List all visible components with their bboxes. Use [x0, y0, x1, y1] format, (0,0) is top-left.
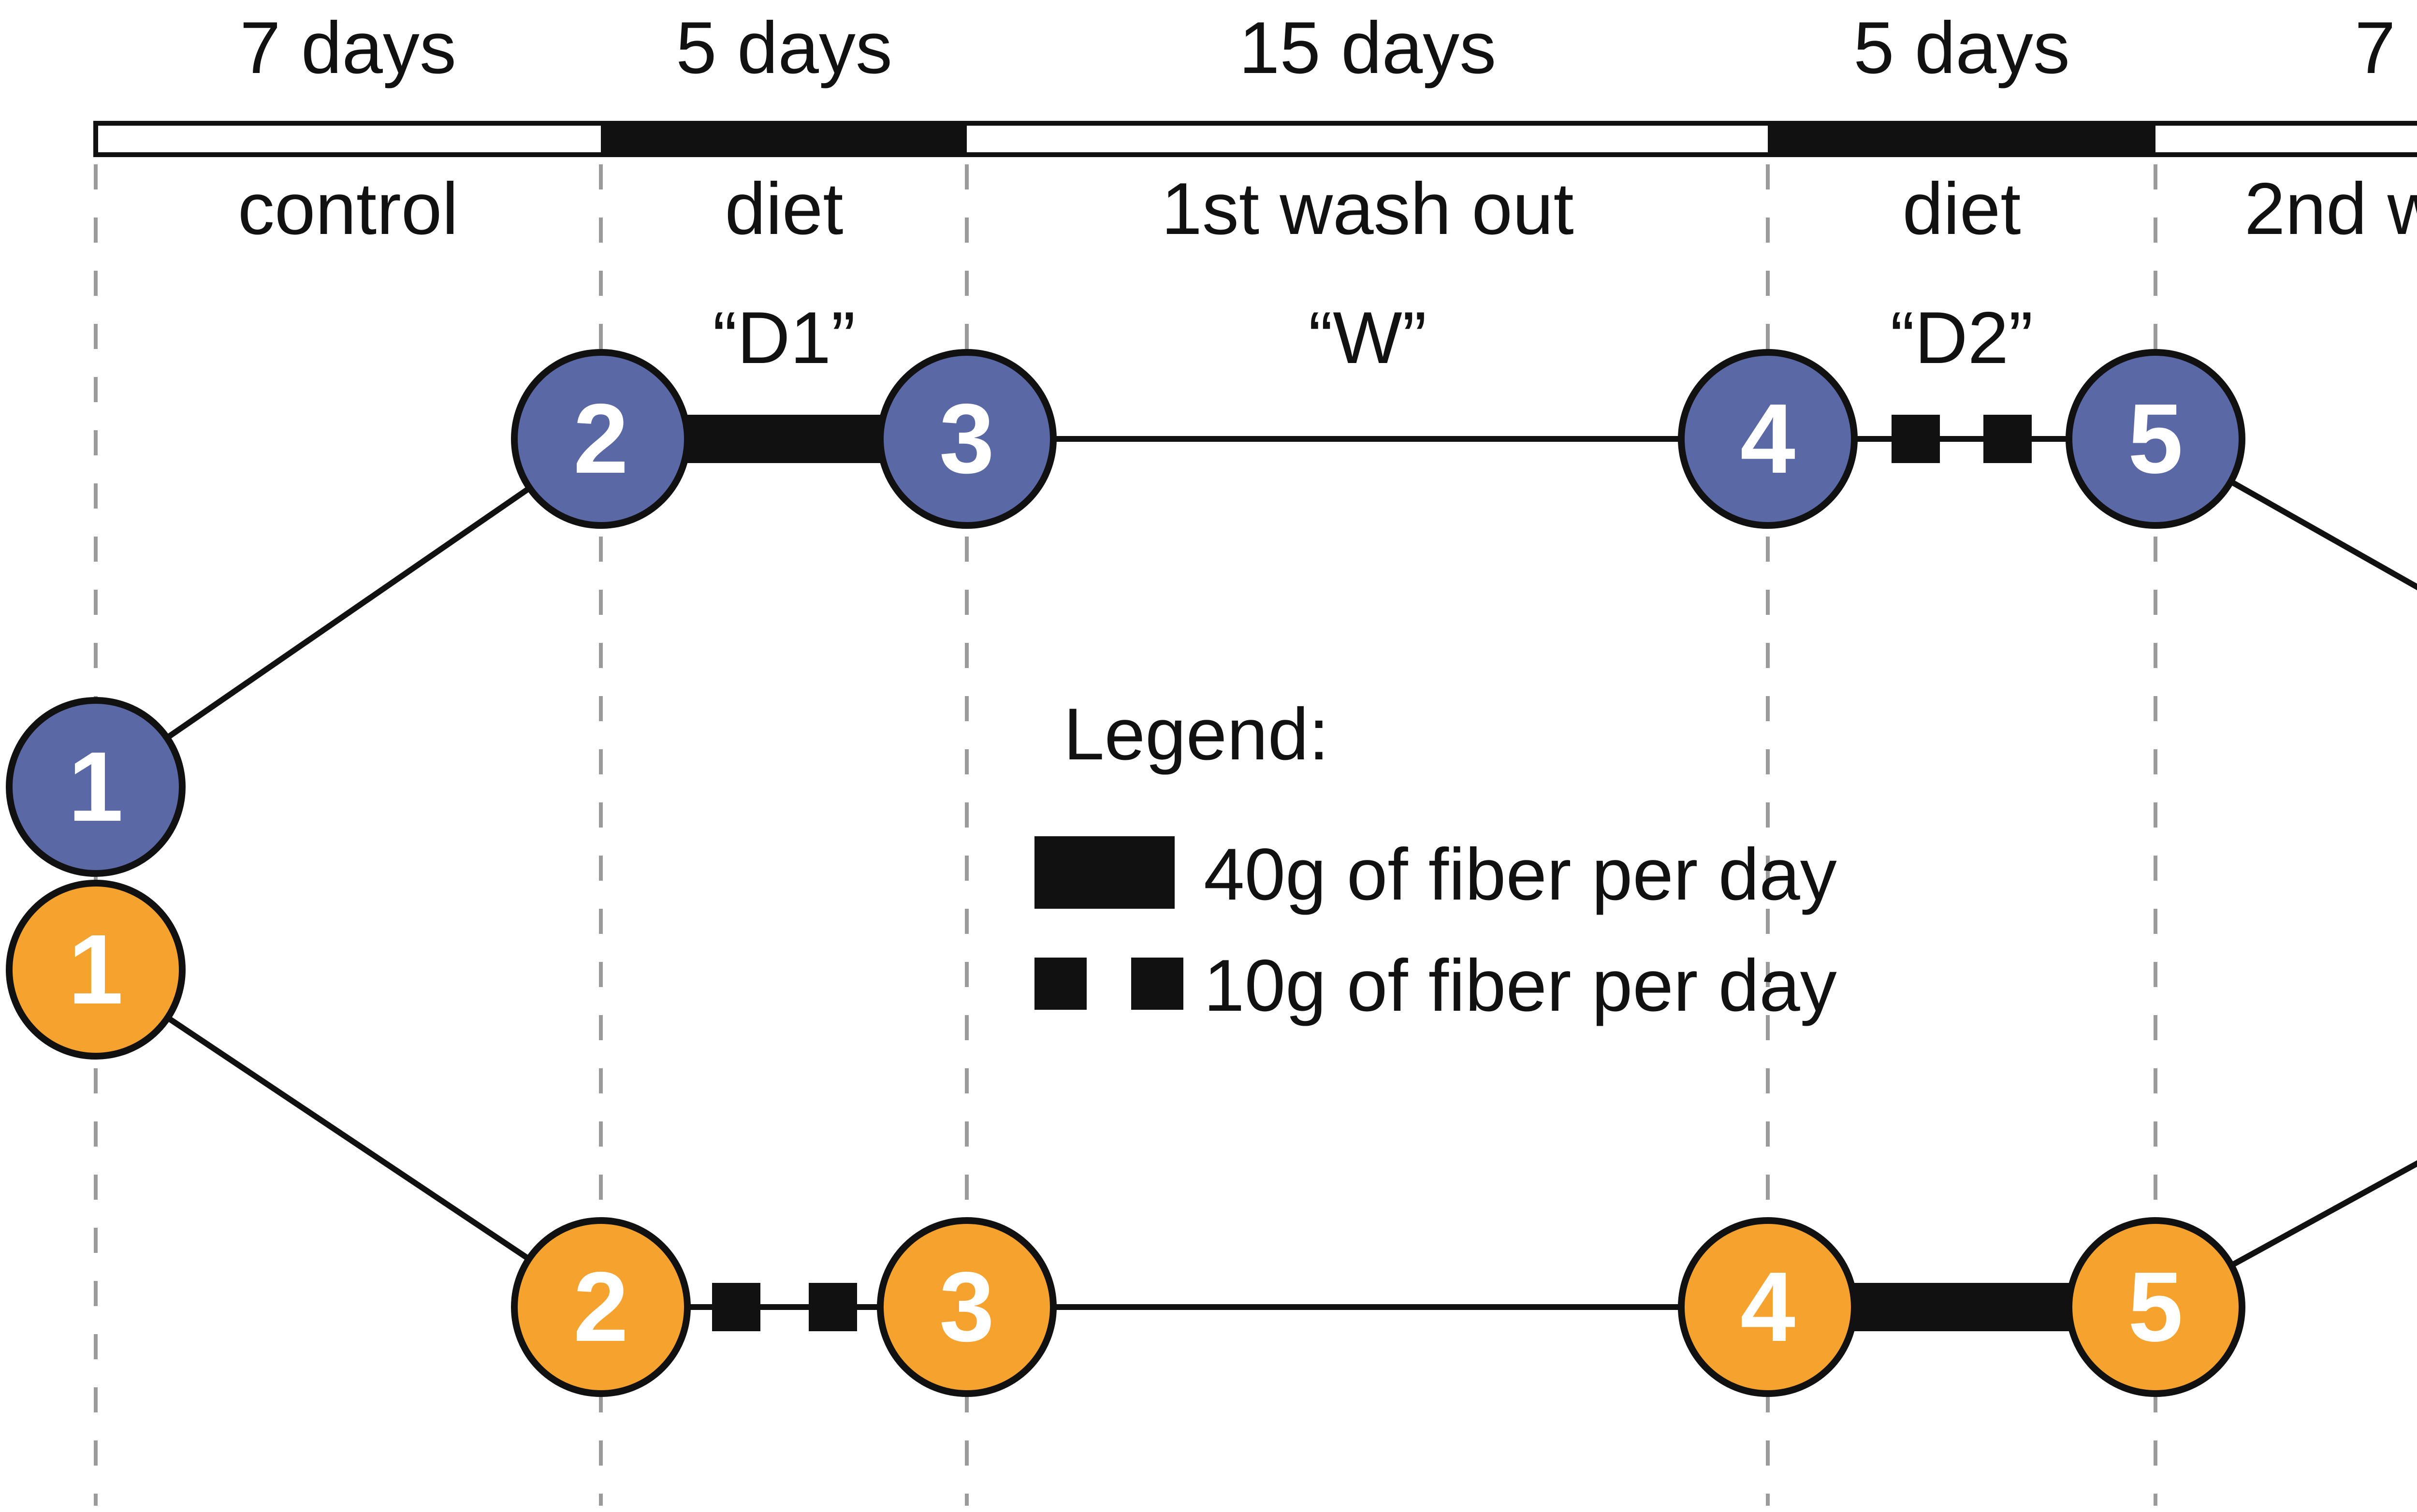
node-orange-5: 5: [2066, 1217, 2245, 1397]
node-number: 2: [573, 1251, 628, 1362]
legend-swatch-10g-square: [1131, 958, 1183, 1010]
connector-orange-1-2: [94, 967, 603, 1309]
node-blue-5: 5: [2066, 349, 2245, 529]
node-orange-1: 1: [6, 880, 186, 1060]
node-number: 5: [2127, 383, 2183, 494]
diet-code-label: “D2”: [1890, 297, 2033, 379]
node-number: 3: [939, 383, 994, 494]
connector-blue-1-2: [94, 436, 603, 789]
node-number: 4: [1740, 383, 1795, 494]
node-number: 5: [2127, 1251, 2183, 1362]
diet-segment-1: [601, 121, 967, 157]
node-number: 4: [1740, 1251, 1795, 1362]
diet-code-label: “W”: [1308, 297, 1427, 379]
node-blue-2: 2: [511, 349, 691, 529]
node-number: 1: [68, 914, 123, 1025]
fiber-10g-dash-square: [1892, 415, 1940, 463]
legend-title: Legend:: [1063, 693, 1329, 775]
phase-label: 1st wash out: [1161, 168, 1574, 250]
phase-label: diet: [1902, 168, 2021, 250]
node-orange-2: 2: [511, 1217, 691, 1397]
duration-label: 7 days: [2355, 7, 2417, 89]
diet-segment-2: [1768, 121, 2155, 157]
connector-orange-5-6: [2154, 1160, 2417, 1310]
legend-item-label: 10g of fiber per day: [1204, 945, 1837, 1027]
phase-label: control: [237, 168, 459, 250]
duration-label: 5 days: [1853, 7, 2070, 89]
fiber-10g-dash-square: [1983, 415, 2032, 463]
phase-label: 2nd wash out: [2244, 168, 2417, 250]
node-orange-3: 3: [877, 1217, 1057, 1397]
node-blue-1: 1: [6, 697, 186, 877]
node-number: 3: [939, 1251, 994, 1362]
legend-swatch-40g-bar: [1034, 836, 1175, 909]
legend-item-label: 40g of fiber per day: [1204, 833, 1837, 916]
connector-blue-5-6: [2154, 436, 2417, 591]
duration-label: 7 days: [240, 7, 456, 89]
node-orange-4: 4: [1678, 1217, 1858, 1397]
node-blue-3: 3: [877, 349, 1057, 529]
phase-label: diet: [725, 168, 844, 250]
diet-code-label: “D1”: [713, 297, 856, 379]
node-blue-4: 4: [1678, 349, 1858, 529]
duration-label: 5 days: [676, 7, 892, 89]
node-number: 1: [68, 731, 123, 842]
duration-label: 15 days: [1238, 7, 1497, 89]
fiber-10g-dash-square: [712, 1283, 760, 1331]
fiber-10g-dash-square: [809, 1283, 857, 1331]
legend-swatch-10g-square: [1034, 958, 1087, 1010]
node-number: 2: [573, 383, 628, 494]
